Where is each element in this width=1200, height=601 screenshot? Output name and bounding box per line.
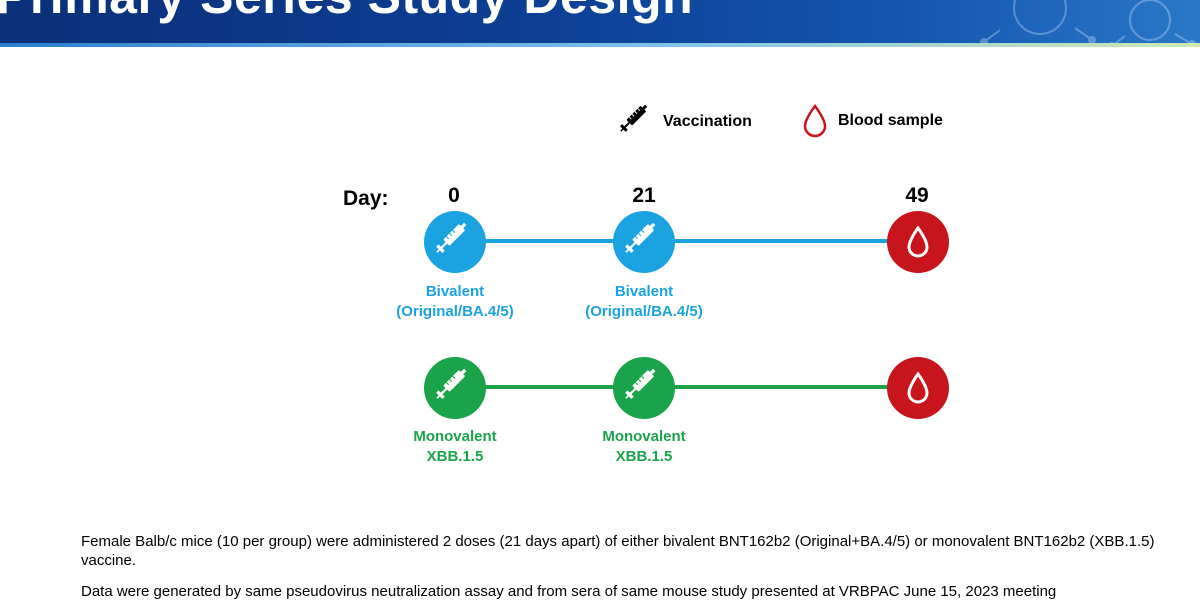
syringe-icon bbox=[620, 104, 648, 132]
bivalent-dose1-node bbox=[424, 211, 486, 273]
bivalent-dose1-caption-line1: Bivalent bbox=[425, 283, 485, 300]
bivalent-dose2-caption-line2: (Original/BA.4/5) bbox=[585, 303, 703, 320]
legend-blood: Blood sample bbox=[802, 104, 943, 138]
day-21-label: 21 bbox=[632, 184, 656, 207]
bivalent-dose1-caption-line2: (Original/BA.4/5) bbox=[396, 303, 514, 320]
monovalent-dose2-caption-line1: Monovalent bbox=[602, 428, 686, 445]
bivalent-dose1-caption: Bivalent (Original/BA.4/5) bbox=[365, 282, 545, 322]
study-description-footnote: Female Balb/c mice (10 per group) were a… bbox=[81, 533, 1155, 569]
monovalent-dose1-caption-line1: Monovalent bbox=[413, 428, 497, 445]
monovalent-blood-node bbox=[887, 357, 949, 419]
syringe-icon bbox=[625, 222, 656, 253]
slide-title: Primary Series Study Design bbox=[0, 0, 693, 25]
monovalent-dose1-node bbox=[424, 357, 486, 419]
syringe-icon bbox=[436, 222, 467, 253]
virus-decoration-icon bbox=[980, 0, 1196, 46]
bivalent-dose2-caption: Bivalent (Original/BA.4/5) bbox=[554, 282, 734, 322]
monovalent-dose2-caption-line2: XBB.1.5 bbox=[615, 448, 673, 465]
blood-drop-icon bbox=[803, 104, 827, 138]
day-0-label: 0 bbox=[448, 184, 460, 207]
monovalent-dose1-caption-line2: XBB.1.5 bbox=[426, 448, 484, 465]
day-axis-label: Day: bbox=[343, 187, 389, 210]
syringe-icon bbox=[625, 368, 656, 399]
monovalent-dose1-caption: Monovalent XBB.1.5 bbox=[365, 427, 545, 467]
header-divider bbox=[0, 43, 1200, 47]
slide-header: Primary Series Study Design bbox=[0, 0, 1200, 46]
legend-blood-label: Blood sample bbox=[838, 112, 943, 129]
blood-drop-icon bbox=[907, 371, 929, 404]
legend-vaccination-label: Vaccination bbox=[663, 113, 752, 130]
bivalent-timeline-line bbox=[480, 239, 900, 243]
monovalent-dose2-caption: Monovalent XBB.1.5 bbox=[554, 427, 734, 467]
monovalent-dose2-node bbox=[613, 357, 675, 419]
data-source-footnote: Data were generated by same pseudovirus … bbox=[81, 583, 1057, 600]
day-49-label: 49 bbox=[905, 184, 929, 207]
bivalent-dose2-node bbox=[613, 211, 675, 273]
monovalent-timeline-line bbox=[480, 385, 900, 389]
blood-drop-icon bbox=[907, 225, 929, 258]
bivalent-blood-node bbox=[887, 211, 949, 273]
bivalent-dose2-caption-line1: Bivalent bbox=[614, 283, 674, 300]
legend-vaccination: Vaccination bbox=[619, 104, 752, 140]
syringe-icon bbox=[436, 368, 467, 399]
